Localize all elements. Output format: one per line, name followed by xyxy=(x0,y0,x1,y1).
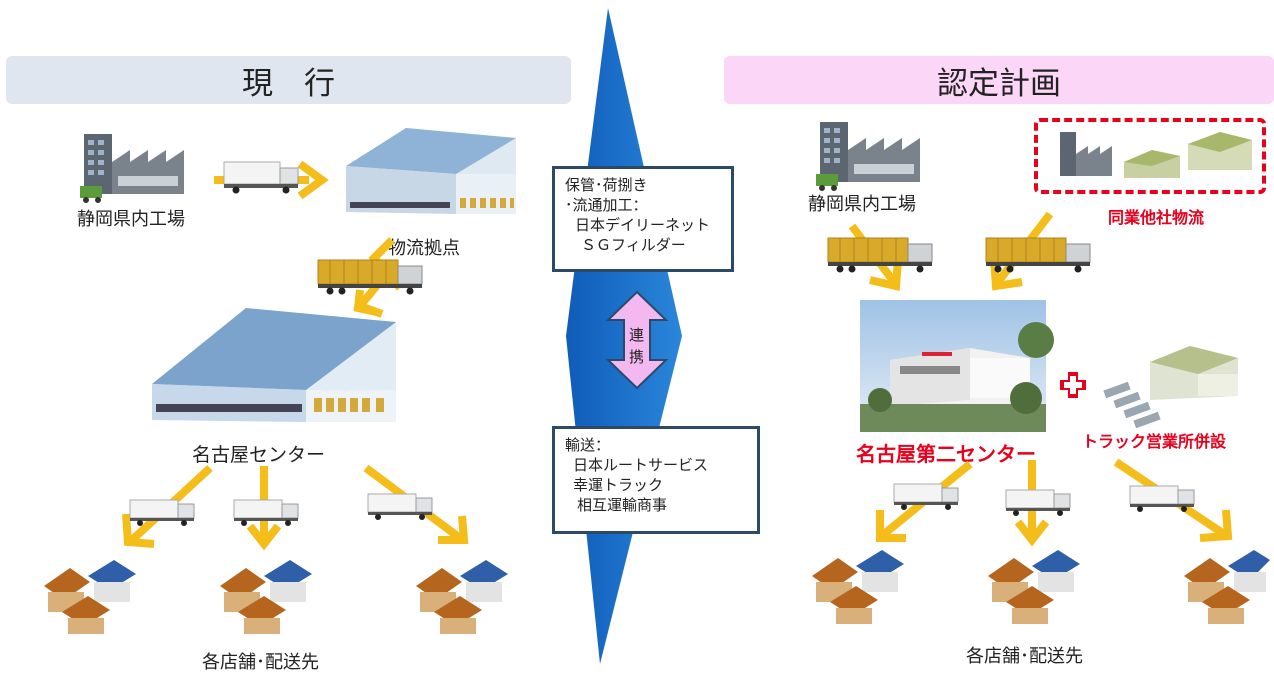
nagoya-second-center-photo xyxy=(860,300,1054,432)
left-stores-label: 各店舗･配送先 xyxy=(202,652,319,673)
transport-heading: 輸送： xyxy=(565,436,611,454)
transport-company: 日本ルートサービス xyxy=(573,456,709,474)
truck-icon xyxy=(893,483,959,510)
houses-icon xyxy=(988,550,1080,624)
houses-icon xyxy=(220,560,312,634)
current-title: 現 行 xyxy=(242,65,335,102)
link-label-2: 携 xyxy=(629,348,645,366)
current-header: 現 行 xyxy=(6,56,571,104)
cargo-truck-icon xyxy=(827,237,933,273)
other-company-label: 同業他社物流 xyxy=(1108,208,1205,227)
logistics-hub-label: 物流拠点 xyxy=(388,238,460,259)
left-factory-label: 静岡県内工場 xyxy=(77,209,185,230)
transport-company: 幸運トラック xyxy=(573,476,664,494)
nagoya-center-building xyxy=(152,308,396,422)
cargo-truck-icon xyxy=(317,259,423,295)
truck-icon xyxy=(223,161,299,194)
truck-icon xyxy=(129,499,195,526)
truck-icon xyxy=(1005,489,1071,516)
nagoya-center-label: 名古屋センター xyxy=(192,444,326,466)
cargo-truck-icon xyxy=(985,237,1091,273)
truck-office-label: トラック営業所併設 xyxy=(1082,432,1227,451)
storage-heading: 保管･荷捌き xyxy=(565,176,648,194)
plan-title: 認定計画 xyxy=(937,65,1061,102)
houses-icon xyxy=(812,550,904,624)
factory-icon xyxy=(80,134,184,203)
nagoya-second-center-label: 名古屋第二センター xyxy=(856,442,1036,466)
storage-company: ＳＧフィルダー xyxy=(581,236,686,254)
link-label-1: 連 xyxy=(629,326,645,344)
truck-office-icon xyxy=(1103,346,1238,429)
right-stores-label: 各店舗･配送先 xyxy=(966,646,1083,667)
factory-icon xyxy=(816,122,920,191)
other-company-buildings-icon xyxy=(1060,132,1252,178)
right-factory-label: 静岡県内工場 xyxy=(808,194,916,215)
houses-icon xyxy=(416,560,508,634)
warehouse-icon xyxy=(346,128,516,214)
link-double-arrow xyxy=(605,290,669,390)
storage-company: 日本デイリーネット xyxy=(575,216,711,234)
storage-partners-box: 保管･荷捌き ･流通加工： 日本デイリーネット ＳＧフィルダー xyxy=(552,166,734,272)
houses-icon xyxy=(44,560,136,634)
truck-icon xyxy=(367,493,433,520)
transport-company: 相互運輸商事 xyxy=(577,496,668,514)
storage-subheading: ･流通加工： xyxy=(565,196,648,214)
houses-icon xyxy=(1184,550,1270,624)
plan-header: 認定計画 xyxy=(724,56,1274,104)
truck-icon xyxy=(1129,485,1195,512)
truck-icon xyxy=(233,499,299,526)
transport-partners-box: 輸送： 日本ルートサービス 幸運トラック 相互運輸商事 xyxy=(552,426,760,534)
other-company-box xyxy=(1034,118,1266,194)
plus-icon xyxy=(1060,372,1086,398)
